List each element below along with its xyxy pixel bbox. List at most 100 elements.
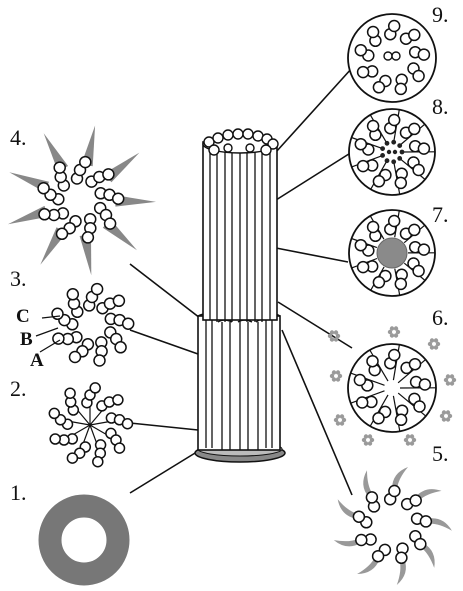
leader-line-6 [277, 301, 353, 349]
cylinder-lower-body [197, 315, 281, 451]
satellite-particle [333, 414, 347, 426]
satellite-bead [363, 434, 369, 439]
doublet-bead [366, 119, 380, 133]
spoke [399, 157, 426, 180]
core-dot [384, 140, 390, 146]
doublet-bead [353, 373, 367, 387]
appendage-blade [420, 543, 435, 568]
doublet-bead [366, 354, 379, 368]
triplet-bead [113, 442, 126, 454]
leader-line-8 [275, 151, 353, 201]
satellite-bead [341, 417, 347, 423]
satellite-particle [361, 434, 375, 446]
label-stage-1: 1. [10, 480, 27, 505]
core-dot [380, 153, 385, 158]
satellite-bead [429, 338, 435, 343]
doublet-bead [414, 537, 427, 551]
label-stage-3: 3. [10, 266, 27, 291]
spoke [351, 136, 383, 150]
leader-line-2 [129, 422, 199, 431]
stage-2-cartwheel [48, 382, 134, 468]
appendage-spike [7, 205, 49, 225]
satellite-bead [435, 341, 441, 347]
satellite-bead [331, 377, 337, 382]
label-stage-5: 5. [432, 441, 449, 466]
spoke [369, 114, 388, 144]
doublet-bead [394, 176, 408, 190]
doublet-bead [394, 82, 408, 96]
satellite-bead [335, 414, 341, 419]
centriole-cylinder [194, 128, 286, 463]
label-triplet-a: A [30, 350, 44, 371]
doublet-bead [372, 412, 385, 425]
satellite-bead [445, 374, 451, 379]
satellite-particle [329, 370, 343, 382]
doublet-bead [412, 163, 425, 177]
triplet-bead [66, 288, 80, 301]
satellite-bead [441, 417, 447, 422]
satellite-bead [369, 437, 375, 443]
triplet-bead [111, 192, 125, 205]
triplet-bead [48, 407, 61, 420]
satellite-bead [403, 437, 409, 443]
satellite-bead [329, 373, 335, 379]
satellite-bead [409, 434, 415, 439]
doublet-bead [365, 491, 379, 504]
satellite-bead [405, 434, 411, 439]
doublet-bead [394, 413, 408, 427]
doublet-bead [394, 277, 408, 291]
satellite-bead [335, 421, 341, 426]
satellite-bead [439, 413, 445, 419]
doublet-bead [372, 81, 386, 94]
satellite-particle [443, 374, 457, 386]
satellite-bead [411, 437, 417, 443]
label-stage-8: 8. [432, 94, 449, 119]
satellite-bead [361, 437, 367, 443]
satellite-bead [337, 373, 343, 379]
appendage-blade [357, 557, 380, 574]
satellite-bead [329, 337, 335, 342]
satellite-bead [363, 441, 369, 446]
leader-line-3 [129, 329, 199, 355]
satellite-bead [387, 329, 393, 335]
doublet-bead [355, 533, 368, 547]
label-stage-4: 4. [10, 125, 27, 150]
appendage-blade [396, 558, 406, 585]
satellite-bead [433, 338, 439, 343]
doublet-bead [409, 494, 422, 507]
doublet-bead [395, 551, 408, 565]
stage-6-ring-with-satellites [327, 326, 457, 446]
satellite-bead [393, 333, 399, 338]
core-dot [386, 149, 392, 155]
doublet-bead [354, 238, 368, 252]
stage-1-ring [38, 494, 130, 586]
triplet-bead [90, 282, 104, 296]
triplet-bead [55, 227, 69, 241]
label-triplet-c: C [16, 306, 30, 327]
satellite-bead [327, 333, 333, 339]
leader-line-4 [129, 263, 201, 319]
satellite-particle [439, 410, 453, 422]
satellite-bead [339, 421, 345, 426]
satellite-bead [333, 337, 339, 342]
doublet-bead [417, 243, 431, 256]
label-stage-9: 9. [432, 2, 449, 27]
doublet-bead [356, 260, 370, 274]
doublet-bead [408, 122, 421, 136]
satellite-bead [335, 377, 341, 382]
doublet-bead [354, 137, 368, 151]
doublet-bead [418, 378, 432, 391]
triplet-bead [53, 161, 66, 174]
doublet-bead [355, 396, 369, 409]
label-stage-2: 2. [10, 376, 27, 401]
doublet-bead [388, 348, 401, 362]
doublet-bead [372, 175, 386, 188]
doublet-bead [387, 113, 401, 127]
triplet-bead [92, 455, 104, 468]
satellite-bead [449, 374, 455, 379]
doublet-bead [366, 25, 380, 39]
triplet-bead [81, 231, 95, 244]
satellite-bead [393, 326, 399, 331]
core-dot [391, 139, 397, 145]
